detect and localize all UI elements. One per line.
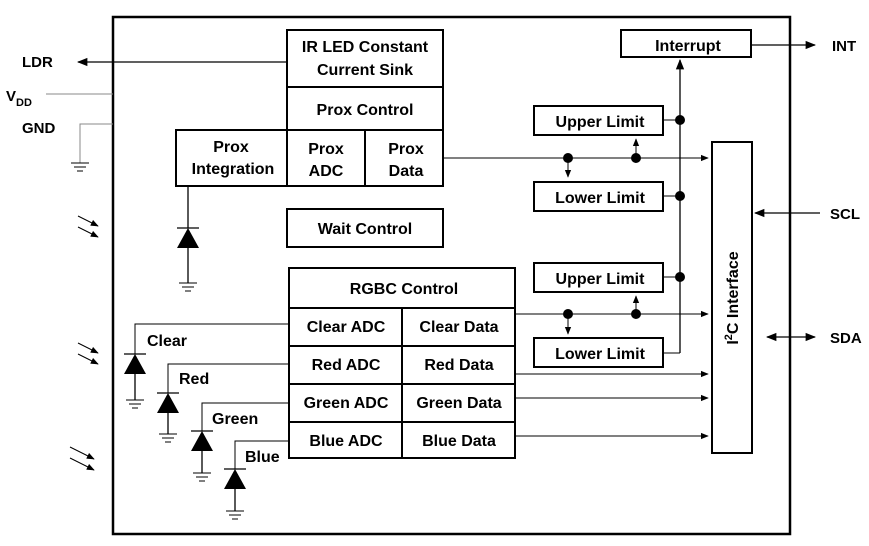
gnd-label: GND <box>22 120 56 137</box>
ir-led-label-2: Current Sink <box>317 62 413 79</box>
prox-adc-label-1: Prox <box>308 141 344 158</box>
upper-limit-prox-label: Upper Limit <box>556 114 646 131</box>
prox-integration-label-2: Integration <box>192 161 275 178</box>
svg-text:VDD: VDD <box>6 88 32 109</box>
red-adc-block <box>288 345 403 385</box>
clear-adc-block <box>288 307 403 347</box>
red-photodiode-label: Red <box>179 371 209 388</box>
prox-adc-block <box>286 129 366 187</box>
green-adc-label: Green ADC <box>304 395 389 412</box>
scl-label: SCL <box>830 206 860 223</box>
blue-data-label: Blue Data <box>422 433 496 450</box>
vdd-pin: VDD <box>6 88 113 109</box>
interrupt-block <box>620 29 752 58</box>
prox-integration-label-1: Prox <box>213 139 249 156</box>
interrupt-label: Interrupt <box>655 38 721 55</box>
light-arrows-rgbc <box>77 342 99 365</box>
light-arrows-prox <box>77 215 99 238</box>
blue-photodiode-label: Blue <box>245 449 280 466</box>
prox-control-block <box>286 86 444 131</box>
green-data-label: Green Data <box>416 395 501 412</box>
green-photodiode-label: Green <box>212 411 258 428</box>
vdd-label: V <box>6 88 16 105</box>
int-pin: INT <box>752 38 856 55</box>
scl-pin: SCL <box>753 206 860 223</box>
prox-data-bus <box>443 138 709 178</box>
clear-adc-label: Clear ADC <box>307 319 386 336</box>
lower-limit-prox-label: Lower Limit <box>555 190 645 207</box>
rgbc-control-label: RGBC Control <box>350 281 458 298</box>
prox-data-label-1: Prox <box>388 141 424 158</box>
prox-control-label: Prox Control <box>317 102 414 119</box>
upper-limit-prox-block <box>533 105 664 136</box>
lower-limit-clear-block <box>533 337 664 368</box>
clear-data-label: Clear Data <box>419 319 498 336</box>
upper-limit-clear-label: Upper Limit <box>556 271 646 288</box>
red-data-label: Red Data <box>424 357 493 374</box>
red-adc-label: Red ADC <box>312 357 381 374</box>
interrupt-bus <box>663 58 685 354</box>
clear-photodiode-label: Clear <box>147 333 187 350</box>
prox-adc-label-2: ADC <box>309 163 344 180</box>
ir-led-label-1: IR LED Constant <box>302 39 429 56</box>
i2c-interface-label: I2C Interface <box>723 251 742 344</box>
blue-adc-label: Blue ADC <box>309 433 383 450</box>
chip-outline <box>111 15 792 536</box>
clear-data-block <box>401 307 516 347</box>
clear-photodiode: Clear <box>124 323 289 409</box>
lower-limit-clear-label: Lower Limit <box>555 346 645 363</box>
rgbc-control-block <box>288 267 516 309</box>
red-data-block <box>401 345 516 385</box>
wait-control-block <box>286 208 444 248</box>
blue-data-block <box>401 421 516 459</box>
sda-pin: SDA <box>765 330 862 347</box>
sda-label: SDA <box>830 330 862 347</box>
ldr-label: LDR <box>22 54 53 71</box>
green-photodiode: Green <box>191 402 289 482</box>
clear-data-bus <box>515 295 709 335</box>
vdd-subscript: DD <box>16 97 32 109</box>
red-photodiode: Red <box>157 363 289 443</box>
light-arrows-ir <box>69 446 95 471</box>
wait-control-label: Wait Control <box>318 221 413 238</box>
upper-limit-clear-block <box>533 262 664 293</box>
ldr-pin: LDR <box>22 54 287 71</box>
blue-photodiode: Blue <box>224 440 289 520</box>
prox-data-label-2: Data <box>389 163 424 180</box>
int-label: INT <box>832 38 856 55</box>
gnd-pin: GND <box>22 120 113 172</box>
prox-photodiode <box>177 186 199 292</box>
i2c-interface-block <box>711 141 753 454</box>
